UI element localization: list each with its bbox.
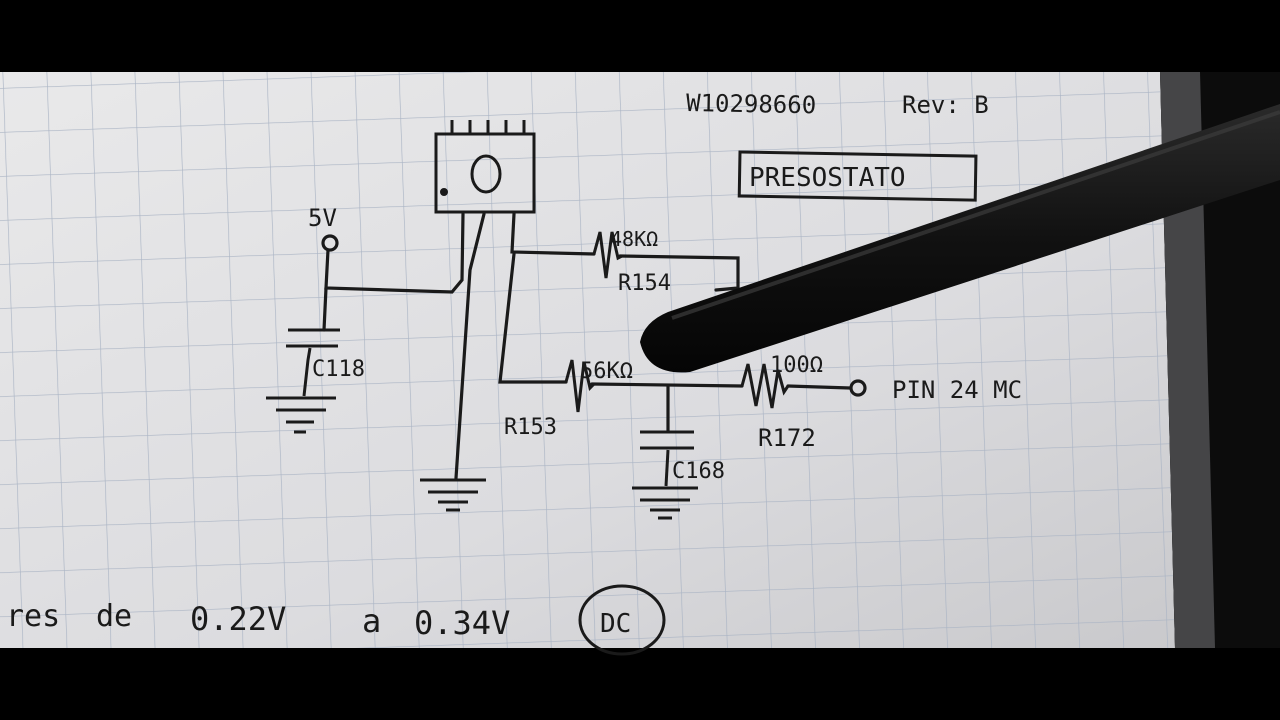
c168-label: C168 — [672, 459, 725, 484]
r154-value: 48KΩ — [610, 227, 658, 251]
wires — [321, 212, 867, 480]
capacitor-c168 — [632, 430, 698, 520]
part-number: W10298660 — [686, 89, 817, 119]
letterbox-top — [0, 0, 1280, 72]
note-prefix: res — [6, 599, 60, 634]
r154-name: R154 — [618, 271, 671, 296]
letterbox-bottom — [0, 648, 1280, 720]
revision-label: Rev: B — [902, 91, 989, 119]
ground-sensor — [420, 478, 486, 512]
c118-label: C118 — [312, 357, 365, 382]
output-label: PIN 24 MC — [892, 376, 1022, 404]
capacitor-c118 — [266, 328, 340, 434]
note-v2: 0.34V — [414, 604, 510, 642]
pointer-pen — [640, 104, 1280, 373]
graph-paper — [0, 72, 1280, 648]
note-circled: DC — [600, 609, 631, 639]
note-de: de — [96, 599, 132, 634]
note-a: a — [362, 602, 381, 640]
resistor-r154: 48KΩ R154 — [592, 227, 671, 296]
resistor-r153: 56KΩ R153 — [504, 359, 633, 440]
supply-label: 5V — [308, 204, 337, 232]
footer-note: res de 0.22V a 0.34V DC — [6, 584, 666, 656]
note-v1: 0.22V — [190, 600, 286, 638]
r153-name: R153 — [504, 415, 557, 440]
r153-value: 56KΩ — [580, 359, 633, 384]
pressure-sensor — [434, 120, 536, 214]
title-box: PRESOSTATO — [737, 150, 978, 202]
r172-value: 100Ω — [770, 353, 823, 378]
resistor-r172: 100Ω R172 — [740, 353, 823, 452]
title-text: PRESOSTATO — [749, 163, 906, 193]
r172-name: R172 — [758, 424, 816, 452]
